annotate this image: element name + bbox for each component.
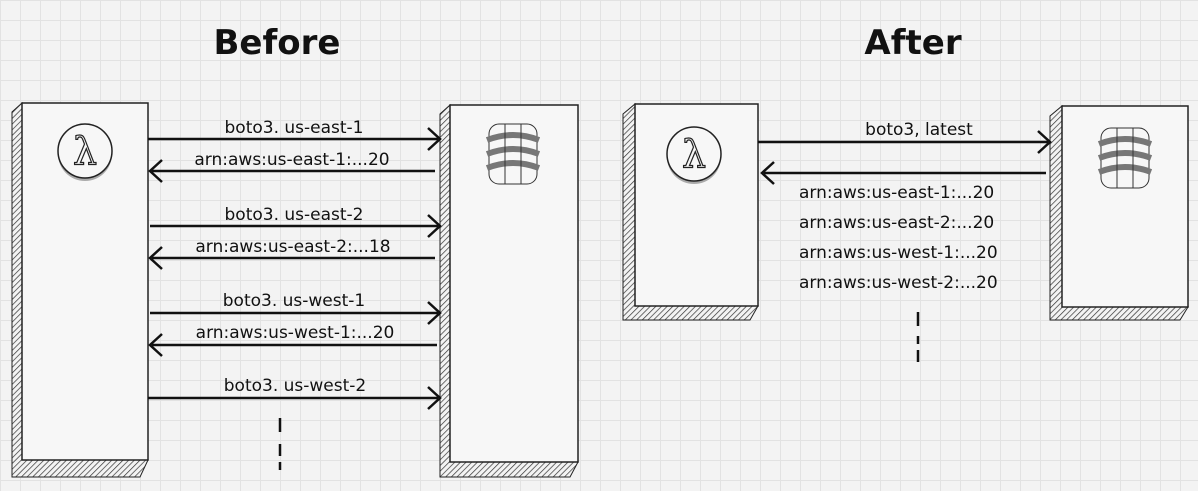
after-title: After xyxy=(864,23,961,63)
response-label: arn:aws:us-east-2:...18 xyxy=(195,237,390,257)
lambda-icon xyxy=(666,126,722,185)
after-arrows xyxy=(758,130,1052,362)
response-label: arn:aws:us-east-2:...20 xyxy=(799,213,994,233)
response-label: arn:aws:us-east-1:...20 xyxy=(799,183,994,203)
request-label: boto3. us-west-2 xyxy=(224,376,366,396)
dynamodb-icon xyxy=(1099,128,1151,188)
request-label: boto3, latest xyxy=(865,120,973,140)
before-title: Before xyxy=(214,23,341,63)
before-lambda-box xyxy=(11,101,149,478)
request-label: boto3. us-west-1 xyxy=(223,291,365,311)
dynamodb-icon xyxy=(487,124,539,184)
response-label: arn:aws:us-west-2:...20 xyxy=(799,273,998,293)
response-label: arn:aws:us-west-1:...20 xyxy=(196,323,395,343)
lambda-icon xyxy=(57,123,113,182)
request-label: boto3. us-east-1 xyxy=(225,118,364,138)
response-label: arn:aws:us-east-1:...20 xyxy=(194,150,389,170)
after-lambda-box xyxy=(622,102,759,321)
before-dynamodb-box xyxy=(439,103,579,478)
before-arrows xyxy=(148,127,442,470)
after-dynamodb-box xyxy=(1049,104,1189,321)
response-label: arn:aws:us-west-1:...20 xyxy=(799,243,998,263)
request-label: boto3. us-east-2 xyxy=(225,205,364,225)
